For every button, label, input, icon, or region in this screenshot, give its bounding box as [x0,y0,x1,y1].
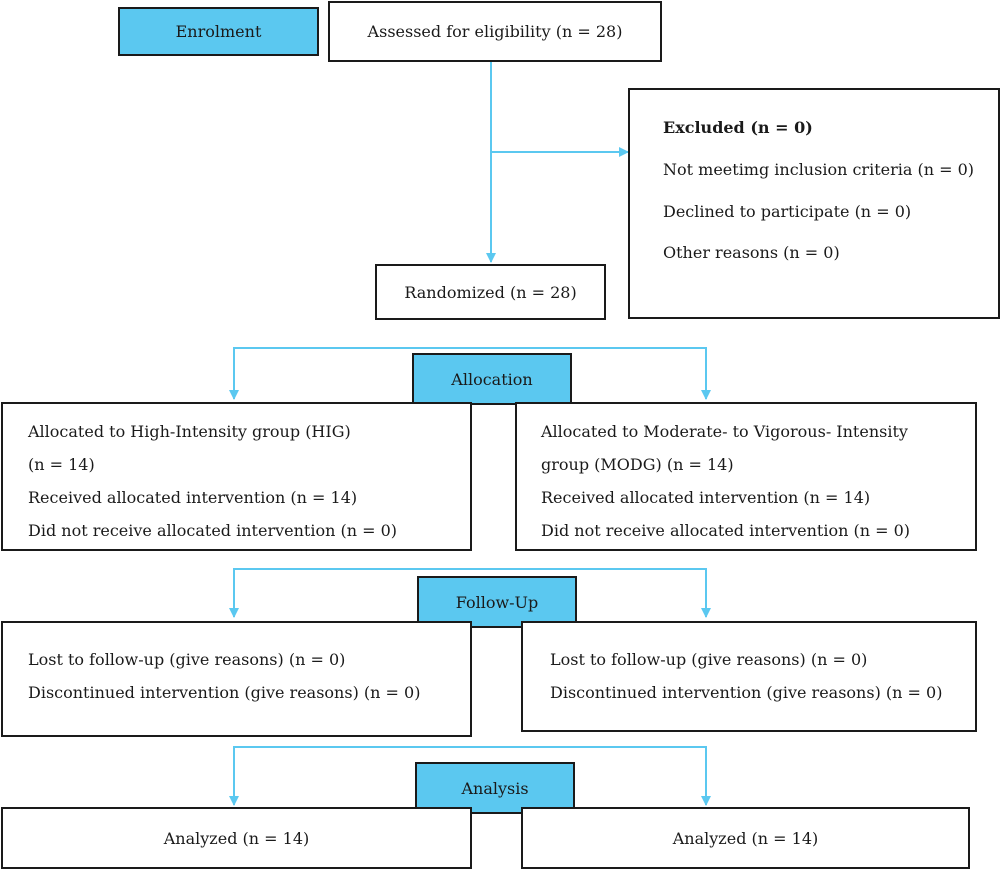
excluded-box: Excluded (n = 0) Not meetimg inclusion c… [628,88,1000,319]
stage-analysis: Analysis [415,762,575,814]
arrow-allocation-split [233,347,707,398]
followup-right-box: Lost to follow-up (give reasons) (n = 0)… [521,621,977,732]
assessed-box: Assessed for eligibility (n = 28) [328,1,662,62]
allocation-right-line: group (MODG) (n = 14) [541,455,734,474]
excluded-title: Excluded (n = 0) [663,118,813,137]
allocation-right-line: Allocated to Moderate- to Vigorous- Inte… [541,422,908,441]
followup-left-box: Lost to follow-up (give reasons) (n = 0)… [1,621,472,737]
stage-enrolment-label: Enrolment [175,22,262,41]
allocation-left-line: Received allocated intervention (n = 14) [28,488,358,507]
analysis-left-box: Analyzed (n = 14) [1,807,472,869]
stage-followup-label: Follow-Up [455,592,539,612]
randomized-box: Randomized (n = 28) [375,264,606,320]
allocation-right-line: Did not receive allocated intervention (… [541,521,911,540]
allocation-left-line: Allocated to High-Intensity group (HIG) [28,422,351,441]
analysis-left-text: Analyzed (n = 14) [163,828,310,848]
followup-left-line: Lost to follow-up (give reasons) (n = 0) [28,650,346,669]
allocation-left-line: Did not receive allocated intervention (… [28,521,398,540]
allocation-right-line: Received allocated intervention (n = 14) [541,488,871,507]
followup-right-line: Lost to follow-up (give reasons) (n = 0) [550,650,868,669]
analysis-right-box: Analyzed (n = 14) [521,807,970,869]
stage-allocation-label: Allocation [451,369,533,389]
stage-analysis-label: Analysis [461,778,529,798]
stage-enrolment: Enrolment [118,7,319,56]
excluded-item: Other reasons (n = 0) [663,243,840,262]
randomized-text: Randomized (n = 28) [404,282,577,302]
arrow-followup-split [233,568,707,614]
stage-allocation: Allocation [412,353,572,405]
allocation-left-line: (n = 14) [28,455,95,474]
followup-right-line: Discontinued intervention (give reasons)… [550,683,943,702]
allocation-right-box: Allocated to Moderate- to Vigorous- Inte… [515,402,977,551]
assessed-text: Assessed for eligibility (n = 28) [367,22,623,41]
arrow-analysis-split [233,746,707,797]
followup-left-line: Discontinued intervention (give reasons)… [28,683,421,702]
excluded-item: Not meetimg inclusion criteria (n = 0) [663,160,975,179]
excluded-item: Declined to participate (n = 0) [663,202,912,221]
analysis-right-text: Analyzed (n = 14) [672,828,819,848]
stage-followup: Follow-Up [417,576,577,628]
allocation-left-box: Allocated to High-Intensity group (HIG) … [1,402,472,551]
